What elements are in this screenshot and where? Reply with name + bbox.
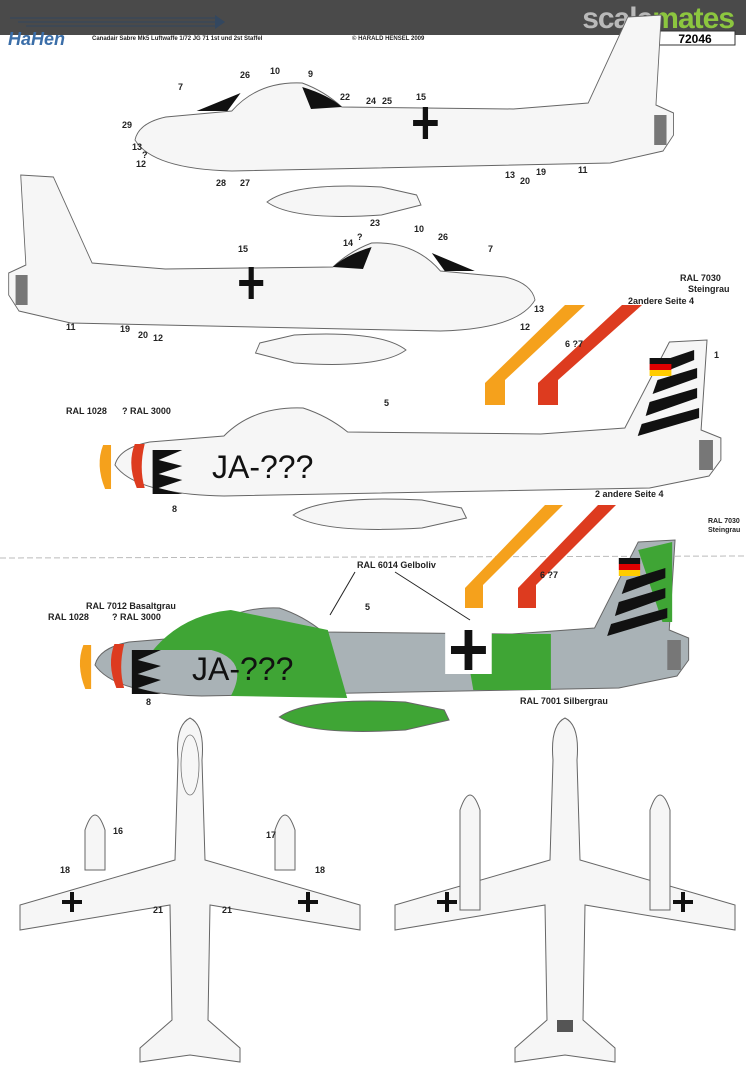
callout: 11 xyxy=(578,165,588,175)
top-view xyxy=(19,717,361,1063)
label: RAL 7030 xyxy=(680,273,721,283)
callout: 19 xyxy=(536,167,546,177)
callout: 27 xyxy=(240,178,250,188)
view4-callouts: 2 andere Seite 4 RAL 7030 Steingrau 6 ?7… xyxy=(48,489,740,707)
label: RAL 6014 Gelboliv xyxy=(357,560,436,570)
label: 1 xyxy=(714,350,719,360)
callout: 26 xyxy=(438,232,448,242)
brand-logo: HaHen xyxy=(8,29,65,49)
callout: 29 xyxy=(122,120,132,130)
fin-stripe-decals-1 xyxy=(485,305,642,405)
aircraft-code-1: JA-??? xyxy=(212,449,313,485)
callout: 26 xyxy=(240,70,250,80)
callout: 13 xyxy=(505,170,515,180)
label: 5 xyxy=(365,602,370,612)
view2-callouts: 23 14 ? 10 26 7 15 11 19 20 12 13 12 xyxy=(66,218,544,343)
fin-stripe-decals-2 xyxy=(465,505,616,608)
label: ? RAL 3000 xyxy=(112,612,161,622)
callout: 15 xyxy=(416,92,426,102)
label: 8 xyxy=(172,504,177,514)
callout: 20 xyxy=(520,176,530,186)
callout: 15 xyxy=(238,244,248,254)
callout: 21 xyxy=(222,905,232,915)
callout: 10 xyxy=(414,224,424,234)
label: 2andere Seite 4 xyxy=(628,296,694,306)
callout: 16 xyxy=(113,826,123,836)
planform-callouts: 16 17 18 18 21 21 xyxy=(60,826,325,915)
sheet-subtitle: Canadair Sabre Mk5 Luftwaffe 1/72 JG 71 … xyxy=(92,36,263,42)
callout: 9 xyxy=(308,69,313,79)
watermark-part2: mates xyxy=(652,2,735,35)
aircraft-view-3 xyxy=(99,339,722,530)
callout: 11 xyxy=(66,322,76,332)
callout: 22 xyxy=(340,92,350,102)
callout: 18 xyxy=(60,865,70,875)
section-divider xyxy=(0,555,746,559)
label: 8 xyxy=(146,697,151,707)
callout: 12 xyxy=(136,159,146,169)
aircraft-code-2: JA-??? xyxy=(192,651,293,687)
copyright: © HARALD HENSEL 2009 xyxy=(352,35,425,42)
label: 6 ?7 xyxy=(540,570,558,580)
callout: 24 xyxy=(366,96,376,106)
label: RAL 1028 xyxy=(66,406,107,416)
callout: ? xyxy=(142,150,148,160)
label: 5 xyxy=(384,398,389,408)
callout: 13 xyxy=(534,304,544,314)
bottom-view xyxy=(394,717,736,1063)
callout: 20 xyxy=(138,330,148,340)
callout: ? xyxy=(357,232,363,242)
callout: 12 xyxy=(520,322,530,332)
callout: 28 xyxy=(216,178,226,188)
label: 2 andere Seite 4 xyxy=(595,489,664,499)
aircraft-view-1 xyxy=(134,14,675,217)
label: ? RAL 3000 xyxy=(122,406,171,416)
callout: 17 xyxy=(266,830,276,840)
jet-stripe-logo xyxy=(10,15,225,29)
callout: 7 xyxy=(178,82,183,92)
callout: 23 xyxy=(370,218,380,228)
callout: 18 xyxy=(315,865,325,875)
callout: 21 xyxy=(153,905,163,915)
view3-callouts: RAL 7030 Steingrau 2andere Seite 4 1 6 ?… xyxy=(66,273,730,514)
view1-callouts: 7 26 10 9 22 24 25 15 29 13 ? 12 28 27 1… xyxy=(122,66,588,188)
label: 6 ?7 xyxy=(565,339,583,349)
label: Steingrau xyxy=(688,284,730,294)
label: RAL 1028 xyxy=(48,612,89,622)
label: RAL 7030 xyxy=(708,518,740,525)
callout: 13 xyxy=(132,142,142,152)
callout: 7 xyxy=(488,244,493,254)
callout: 25 xyxy=(382,96,392,106)
callout: 12 xyxy=(153,333,163,343)
callout: 10 xyxy=(270,66,280,76)
aircraft-view-4 xyxy=(79,539,690,732)
label: RAL 7001 Silbergrau xyxy=(520,696,608,706)
callout: 14 xyxy=(343,238,353,248)
label: RAL 7012 Basaltgrau xyxy=(86,601,176,611)
label: Steingrau xyxy=(708,527,740,534)
sheet-number: 72046 xyxy=(678,32,712,46)
callout: 19 xyxy=(120,324,130,334)
aircraft-view-2 xyxy=(8,174,536,365)
